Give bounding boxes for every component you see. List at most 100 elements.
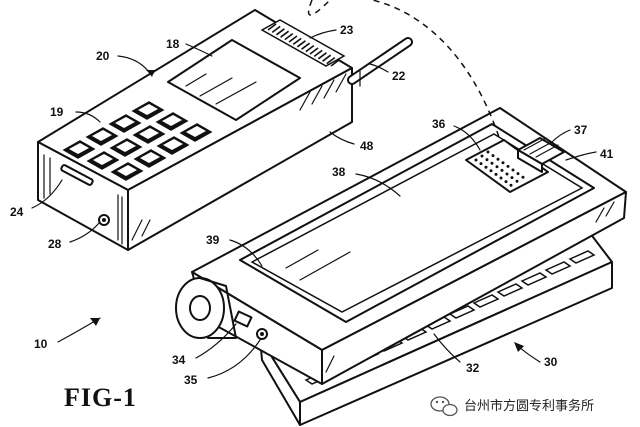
leader-lines xyxy=(31,29,597,379)
leader-18 xyxy=(185,43,213,57)
ref-18: 18 xyxy=(166,37,180,51)
leader-35 xyxy=(207,339,261,379)
dock-pin xyxy=(486,150,490,154)
leader-20 xyxy=(117,55,153,77)
dock-pin xyxy=(515,179,519,183)
base-key xyxy=(448,305,476,319)
connector-pin xyxy=(301,42,311,50)
housing-front-hatching xyxy=(325,201,615,373)
dock-pin xyxy=(509,183,513,187)
leader-22 xyxy=(369,63,389,73)
connector-pin xyxy=(280,30,290,38)
leader-48 xyxy=(329,131,355,145)
ref-39: 39 xyxy=(206,233,220,247)
dock-pin xyxy=(499,176,503,180)
dock-pin xyxy=(501,161,505,165)
ref-19: 19 xyxy=(50,105,64,119)
base-key xyxy=(496,283,524,297)
phone-display-shading xyxy=(185,73,257,105)
connector-pin xyxy=(305,44,315,53)
ref-10: 10 xyxy=(34,337,48,351)
connector-pin xyxy=(317,52,327,60)
connector-pin xyxy=(326,56,336,65)
dock-pin xyxy=(479,162,483,166)
connector-pin xyxy=(267,23,277,31)
dock-pin xyxy=(505,172,509,176)
ref-41: 41 xyxy=(600,147,614,161)
dock-pin xyxy=(491,154,495,158)
keypad-key-top xyxy=(93,154,113,165)
ref-38: 38 xyxy=(332,165,346,179)
dock-pin xyxy=(490,161,494,165)
leader-20-arrow xyxy=(146,70,156,76)
dock-pin xyxy=(485,158,489,162)
dock-pin xyxy=(474,158,478,162)
insertion-path-arc xyxy=(307,0,501,141)
dock-data-port xyxy=(233,310,253,328)
connector-pin xyxy=(275,28,285,36)
dock-pin xyxy=(511,168,515,172)
ref-34: 34 xyxy=(172,353,186,367)
phone-jack-center xyxy=(102,218,106,222)
keypad-key-top xyxy=(162,115,182,126)
phone-connector-pins xyxy=(260,19,346,67)
keypad-key-top xyxy=(138,104,158,115)
phone-front-hatching xyxy=(43,154,123,245)
dock-pin xyxy=(504,180,508,184)
phone-handset xyxy=(37,9,413,251)
connector-pin xyxy=(322,54,332,62)
dock-pin xyxy=(510,176,514,180)
ref-20: 20 xyxy=(96,49,110,63)
leader-32 xyxy=(433,333,461,363)
dock-pin xyxy=(484,165,488,169)
release-latch xyxy=(517,137,565,173)
ref-23: 23 xyxy=(340,23,354,37)
connector-pin xyxy=(271,25,281,34)
ref-22: 22 xyxy=(392,69,406,83)
leader-30-arrow xyxy=(514,342,524,352)
base-plate-left xyxy=(259,337,301,426)
leader-37 xyxy=(551,129,571,143)
dock-pin xyxy=(506,164,510,168)
earpiece-slot xyxy=(60,164,94,186)
keypad-key-top xyxy=(116,141,136,152)
ref-28: 28 xyxy=(48,237,62,251)
phone-display xyxy=(167,39,301,121)
cavity-shading xyxy=(285,249,351,281)
reference-numerals: 20 18 23 22 19 48 24 28 36 37 41 38 39 1… xyxy=(10,23,614,387)
keypad-key-top xyxy=(117,165,137,176)
leader-24 xyxy=(31,179,63,209)
phone-side-face xyxy=(127,67,353,251)
connector-pin xyxy=(330,59,340,67)
watermark: 台州市方圆专利事务所 xyxy=(430,396,594,417)
keypad-key-top xyxy=(140,152,160,163)
dock-power-jack-center xyxy=(260,332,264,336)
keypad-key-top xyxy=(115,117,135,128)
base-key xyxy=(568,250,596,264)
leader-10-arrow xyxy=(90,318,100,326)
keypad-key-top xyxy=(163,139,183,150)
base-key xyxy=(520,272,548,286)
dock-pin xyxy=(494,172,498,176)
keypad-key-top xyxy=(92,130,112,141)
connector-pin xyxy=(284,32,294,41)
figure-caption: FIG-1 xyxy=(64,383,137,412)
leader-41 xyxy=(565,151,597,161)
dock-pin xyxy=(516,172,520,176)
leader-34 xyxy=(195,323,237,359)
cavity-floor-edge xyxy=(250,133,584,313)
dock-pin xyxy=(480,154,484,158)
connector-pin xyxy=(288,35,298,43)
ref-32: 32 xyxy=(466,361,480,375)
dock-connector-pins xyxy=(474,150,525,187)
keypad-key-top xyxy=(186,126,206,137)
base-key xyxy=(472,294,500,308)
phone-side-hatching xyxy=(131,73,347,241)
dock-pin xyxy=(521,175,525,179)
ref-30: 30 xyxy=(544,355,558,369)
ref-36: 36 xyxy=(432,117,446,131)
connector-pin xyxy=(296,40,306,48)
phone-antenna xyxy=(347,37,413,87)
dock-pin xyxy=(500,168,504,172)
hinge-cylinder xyxy=(175,277,237,339)
